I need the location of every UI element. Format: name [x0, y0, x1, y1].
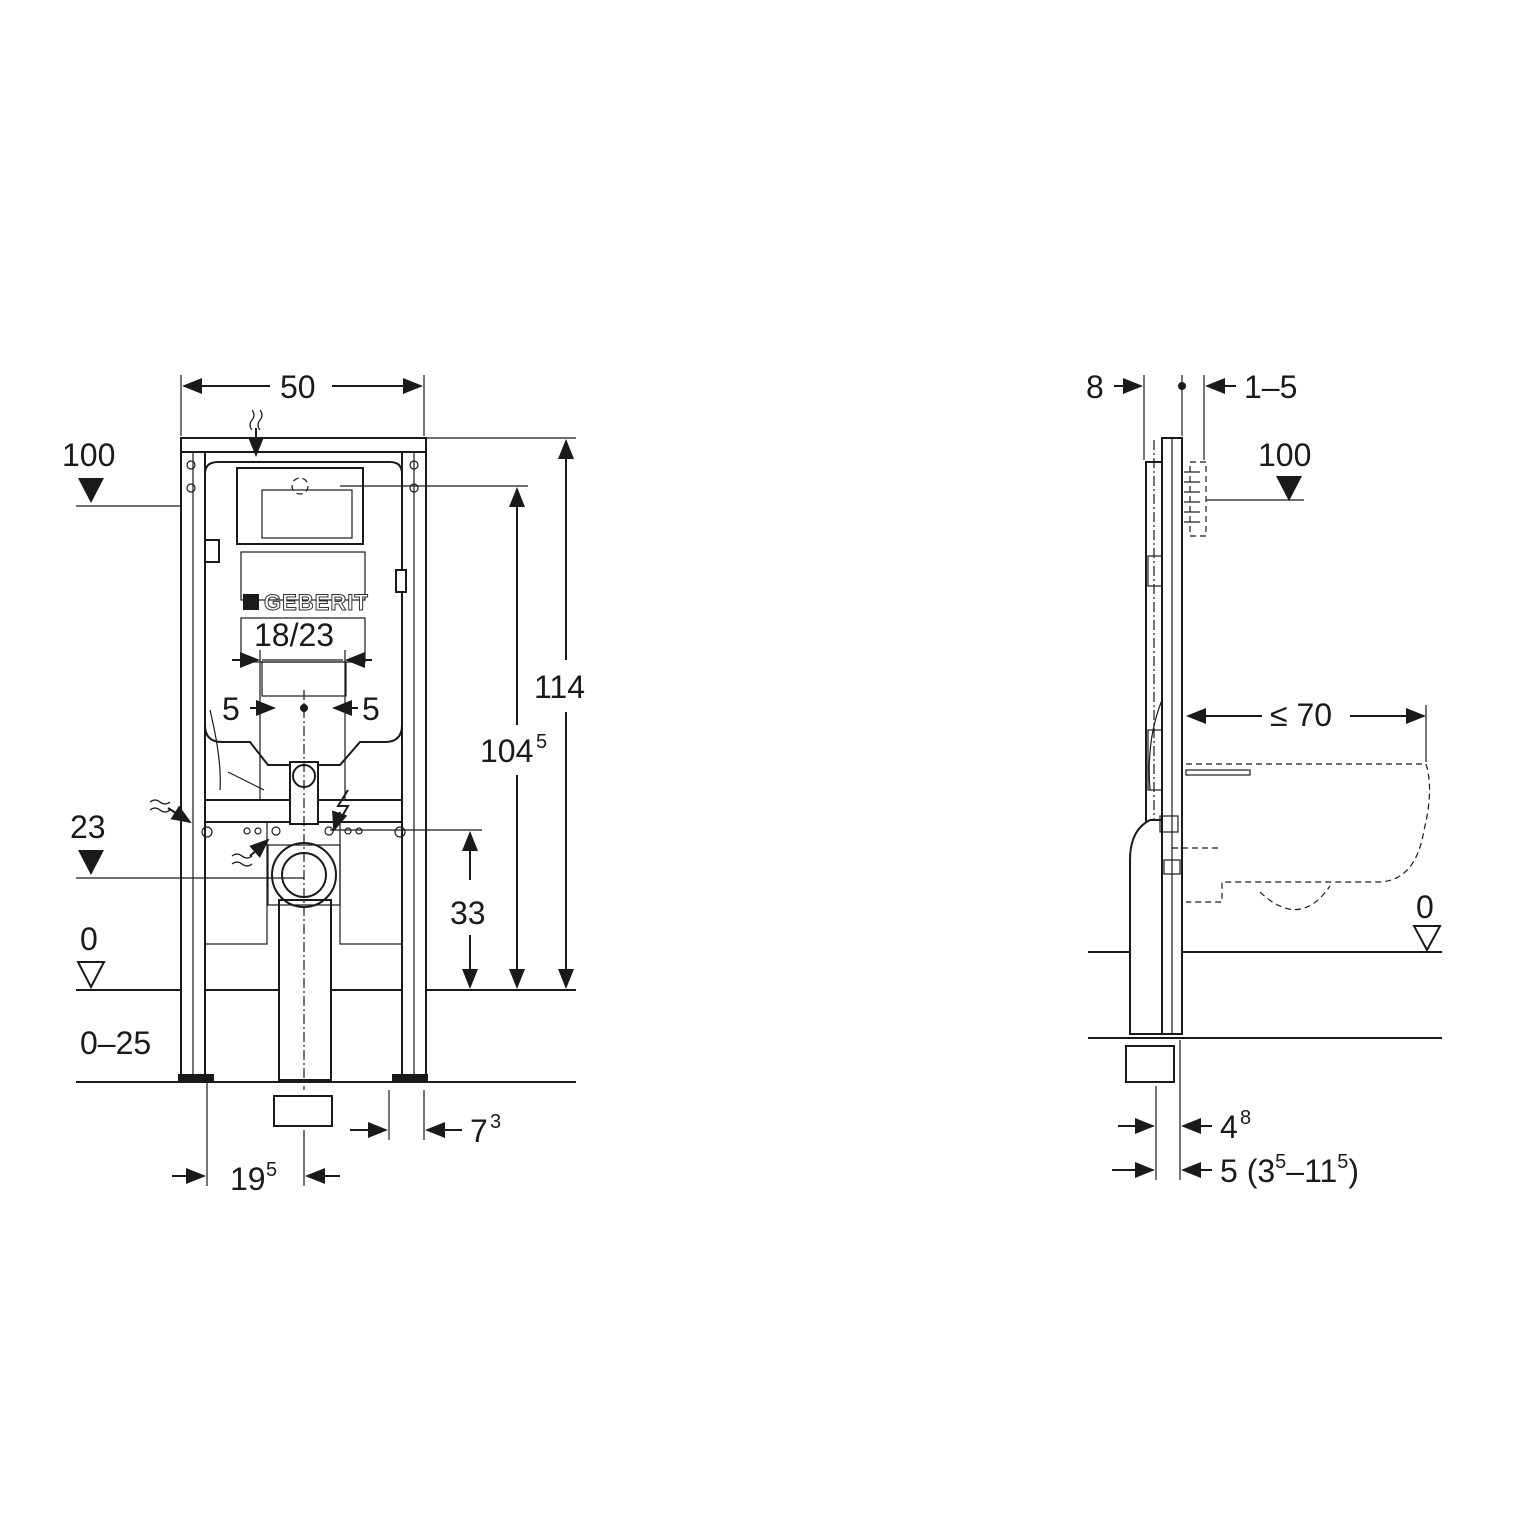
floor-mark-label: 0: [80, 921, 98, 957]
water-supply-icon: [248, 409, 264, 457]
offset-b-prefix: 5 (3: [1220, 1153, 1275, 1189]
level-marker-0-side: 0: [1412, 889, 1442, 953]
water-supply-icon: [149, 799, 192, 824]
width-label: 50: [280, 369, 316, 405]
toilet-bowl-outline: [1185, 763, 1431, 911]
offset-b-mid: –11: [1286, 1153, 1337, 1189]
level-marker-icon: [1412, 925, 1442, 953]
right-offset-label: 5: [362, 691, 380, 727]
level-marker-icon: [1276, 476, 1302, 501]
cistern-size-label: 18/23: [254, 617, 334, 653]
offset-b-label: 5 (35–115): [1220, 1151, 1359, 1189]
actuator-plate: [236, 467, 364, 545]
front-view: GEBERIT: [62, 369, 585, 1197]
dimension-offsets: 5 5: [222, 690, 380, 1090]
level-marker-icon: [78, 850, 104, 875]
height-total-label: 114: [534, 669, 585, 705]
side-floor-mark-label: 0: [1416, 889, 1434, 925]
bottom-right-sup: 3: [490, 1111, 501, 1133]
level-marker-23: 23: [70, 809, 304, 879]
dimension-width: 50: [180, 369, 425, 436]
dimension-cistern: [232, 650, 372, 800]
dimension-depth-bottom: 4 8 5 (35–115): [1112, 1040, 1359, 1189]
dimension-bowl-projection: ≤ 70: [1186, 697, 1427, 762]
left-offset-label: 5: [222, 691, 240, 727]
side-view: 8 1–5 100 ≤ 70 0: [1086, 369, 1442, 1189]
foot-range-label: 0–25: [80, 1025, 151, 1061]
drain-height-label: 33: [450, 895, 486, 931]
electrical-icon: [332, 789, 350, 832]
bottom-right-main: 7: [470, 1113, 488, 1149]
dimension-height-inner: 104 5: [340, 485, 547, 989]
frame-profile: [1145, 437, 1183, 1035]
drain-pipe-side: [1125, 815, 1222, 1083]
level-marker-100: 100: [62, 437, 181, 507]
drain-mark-label: 23: [70, 809, 106, 845]
side-top-mark-label: 100: [1258, 437, 1311, 473]
dimension-depth-top: 8 1–5: [1086, 369, 1297, 460]
bottom-left-main: 19: [230, 1161, 266, 1197]
level-marker-icon: [78, 478, 104, 503]
depth-left-label: 8: [1086, 369, 1104, 405]
logo-text: GEBERIT: [264, 590, 369, 615]
water-supply-icon: [231, 838, 270, 867]
offset-b-suffix: ): [1348, 1153, 1359, 1189]
dimension-bottom: 19 5 7 3: [172, 1082, 501, 1197]
top-mark-label: 100: [62, 437, 115, 473]
level-marker-0: 0: [76, 921, 106, 990]
bottom-left-sup: 5: [266, 1159, 277, 1181]
offset-a-main: 4: [1220, 1109, 1238, 1145]
actuator-ticks: [1184, 471, 1200, 523]
offset-b-sup1: 5: [1275, 1151, 1286, 1173]
height-inner-main: 104: [480, 733, 533, 769]
pipe-socket: [273, 1095, 333, 1127]
dimension-height-total: 114: [426, 437, 585, 989]
height-inner-sup: 5: [536, 731, 547, 753]
offset-b-sup2: 5: [1337, 1151, 1348, 1173]
frame: [178, 437, 428, 1082]
offset-a-sup: 8: [1240, 1107, 1251, 1129]
dimension-drain-height: 33: [330, 829, 486, 989]
bowl-projection-label: ≤ 70: [1270, 697, 1332, 733]
depth-right-label: 1–5: [1244, 369, 1297, 405]
level-marker-100-side: 100: [1206, 437, 1311, 501]
actuator-plate-side: [1189, 461, 1207, 537]
level-marker-icon: [76, 961, 106, 990]
cistern: GEBERIT: [204, 461, 407, 791]
